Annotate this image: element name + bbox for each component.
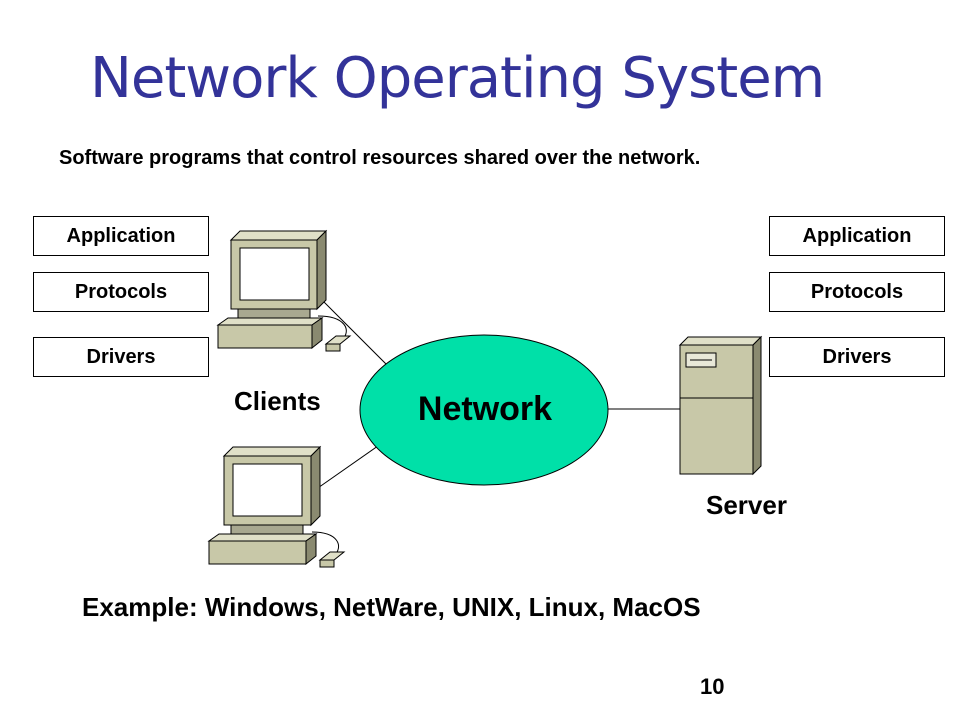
server-label: Server xyxy=(706,490,787,520)
client-computer-icon xyxy=(216,229,352,352)
page-number: 10 xyxy=(700,674,725,699)
server-tower-icon xyxy=(678,335,763,476)
client-computer-icon xyxy=(207,445,346,568)
network-ellipse xyxy=(359,334,609,486)
slide-subtitle: Software programs that control resources… xyxy=(59,147,701,169)
slide-title: Network Operating System xyxy=(90,46,825,111)
server-drivers-box: Drivers xyxy=(769,337,945,377)
server-protocols-box: Protocols xyxy=(769,272,945,312)
example-text: Example: Windows, NetWare, UNIX, Linux, … xyxy=(82,592,701,622)
clients-label: Clients xyxy=(234,386,321,416)
client-application-box: Application xyxy=(33,216,209,256)
client1-connection-line xyxy=(321,299,393,371)
client-drivers-box: Drivers xyxy=(33,337,209,377)
network-label: Network xyxy=(417,390,553,428)
server-application-box: Application xyxy=(769,216,945,256)
client-protocols-box: Protocols xyxy=(33,272,209,312)
